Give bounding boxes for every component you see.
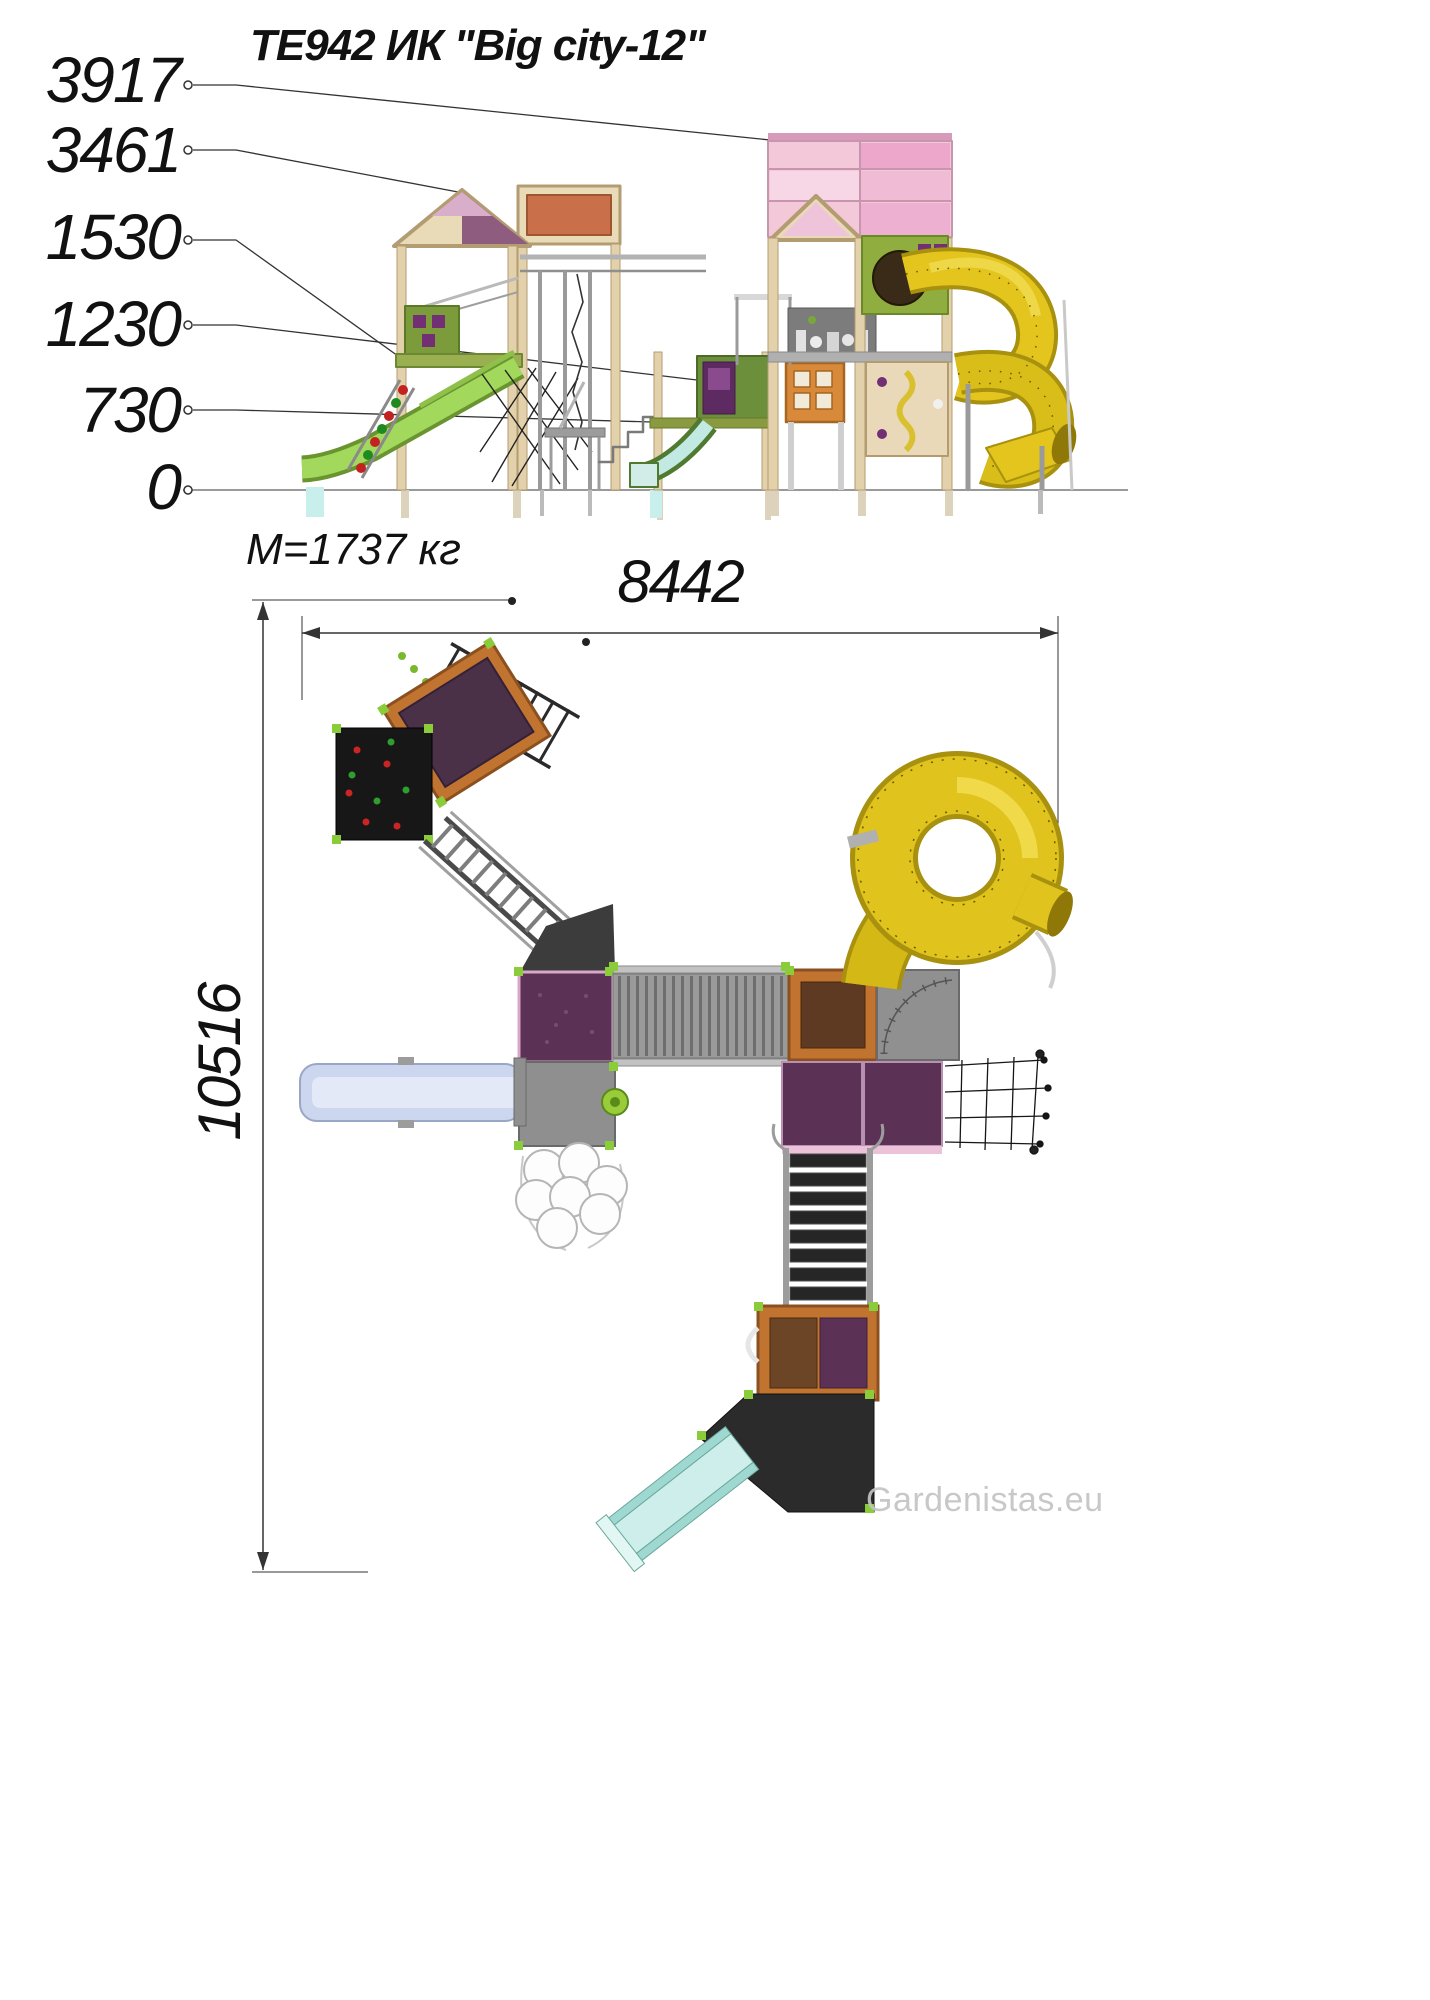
stairs xyxy=(598,403,659,464)
deck-wedge xyxy=(520,904,615,972)
climbing-steps xyxy=(346,379,416,479)
mass-label: М=1737 кг xyxy=(246,525,461,574)
green-panel xyxy=(404,305,460,357)
height-label-1530: 1530 xyxy=(45,201,182,273)
corner-deck-plan xyxy=(697,1390,875,1513)
mid-frame xyxy=(520,254,706,490)
spiral-slide-plan xyxy=(841,751,1073,991)
access-ladder-plan xyxy=(418,810,590,973)
small-slide-unit xyxy=(629,351,774,491)
post-footings xyxy=(306,487,1043,520)
ball-cluster xyxy=(515,1142,628,1251)
drawing-title: ТЕ942 ИК "Big city-12" xyxy=(250,21,706,70)
height-label-3461: 3461 xyxy=(45,114,182,186)
plan-dimensions xyxy=(252,599,1059,1573)
green-slide xyxy=(301,349,525,483)
left-tower xyxy=(392,184,622,491)
plan-depth-label: 10516 xyxy=(186,983,253,1141)
play-table xyxy=(544,427,606,438)
tube-slide-plan xyxy=(299,1057,527,1128)
window-panel xyxy=(784,361,846,490)
elevation-view xyxy=(183,80,1128,520)
rope-net-plan xyxy=(944,1049,1052,1155)
center-platforms xyxy=(514,967,629,1150)
plan-view xyxy=(252,597,1073,1573)
bridge-plan xyxy=(609,962,790,1071)
climbing-wall-plan xyxy=(332,724,433,844)
spiral-tube-slide xyxy=(901,247,1077,491)
playhouse-plan xyxy=(745,1302,880,1402)
height-label-730: 730 xyxy=(79,374,182,446)
pink-tower xyxy=(767,133,953,491)
height-label-0: 0 xyxy=(146,451,182,523)
right-platforms xyxy=(785,966,960,1062)
height-label-3917: 3917 xyxy=(45,44,182,116)
stairs-plan xyxy=(771,1123,885,1312)
plan-width-label: 8442 xyxy=(617,548,744,615)
height-label-1230: 1230 xyxy=(45,288,182,360)
dimension-markers xyxy=(183,80,193,495)
climbing-rope xyxy=(571,273,584,451)
cyan-slide-plan xyxy=(595,1426,760,1573)
watermark: Gardenistas.eu xyxy=(866,1481,1104,1519)
purple-panels xyxy=(781,1061,943,1154)
